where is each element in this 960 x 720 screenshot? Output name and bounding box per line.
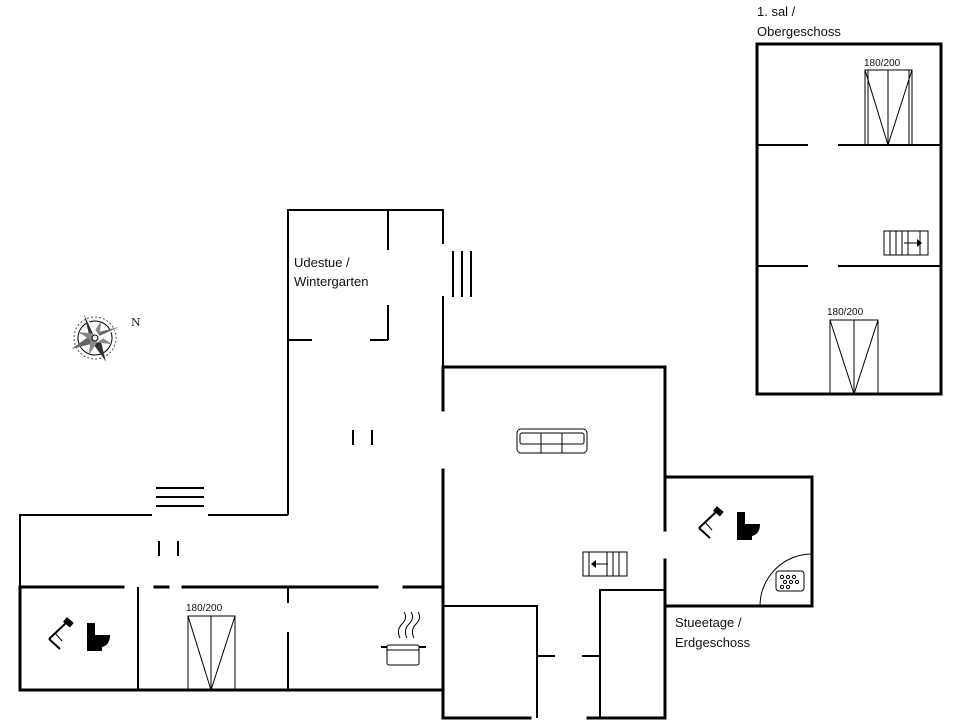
shower-icon [48, 617, 74, 650]
bed-label: 180/200 [827, 307, 864, 318]
bed-icon: 180/200 [827, 307, 879, 395]
steps-icon [452, 251, 472, 297]
compass-icon [71, 314, 119, 362]
bed-label: 180/200 [186, 603, 223, 614]
north-label: N [131, 316, 141, 329]
bed-icon: 180/200 [864, 58, 913, 146]
ground-floor-label-line1: Stueetage / [675, 615, 742, 630]
stairs-icon [883, 230, 929, 256]
stove-icon [381, 611, 426, 666]
toilet-icon [737, 512, 760, 540]
bed-label: 180/200 [864, 58, 901, 69]
upper-floor-label-line2: Obergeschoss [757, 24, 841, 39]
ground-floor: Udestue / Wintergarten Stueetage / Erdge… [18, 209, 814, 720]
upper-floor-label-line1: 1. sal / [757, 4, 796, 19]
toilet-icon [87, 623, 110, 651]
sofa-icon [516, 428, 588, 454]
shower-icon [698, 506, 724, 539]
steps-icon [156, 487, 204, 507]
upper-floor: 1. sal / Obergeschoss 180/200 180/200 [755, 4, 943, 396]
bed-icon: 180/200 [186, 603, 236, 691]
conservatory-label-line1: Udestue / [294, 255, 350, 270]
conservatory-label-line2: Wintergarten [294, 274, 368, 289]
jacuzzi-icon [775, 570, 805, 592]
stairs-icon [582, 551, 628, 577]
ground-floor-label-line2: Erdgeschoss [675, 635, 751, 650]
